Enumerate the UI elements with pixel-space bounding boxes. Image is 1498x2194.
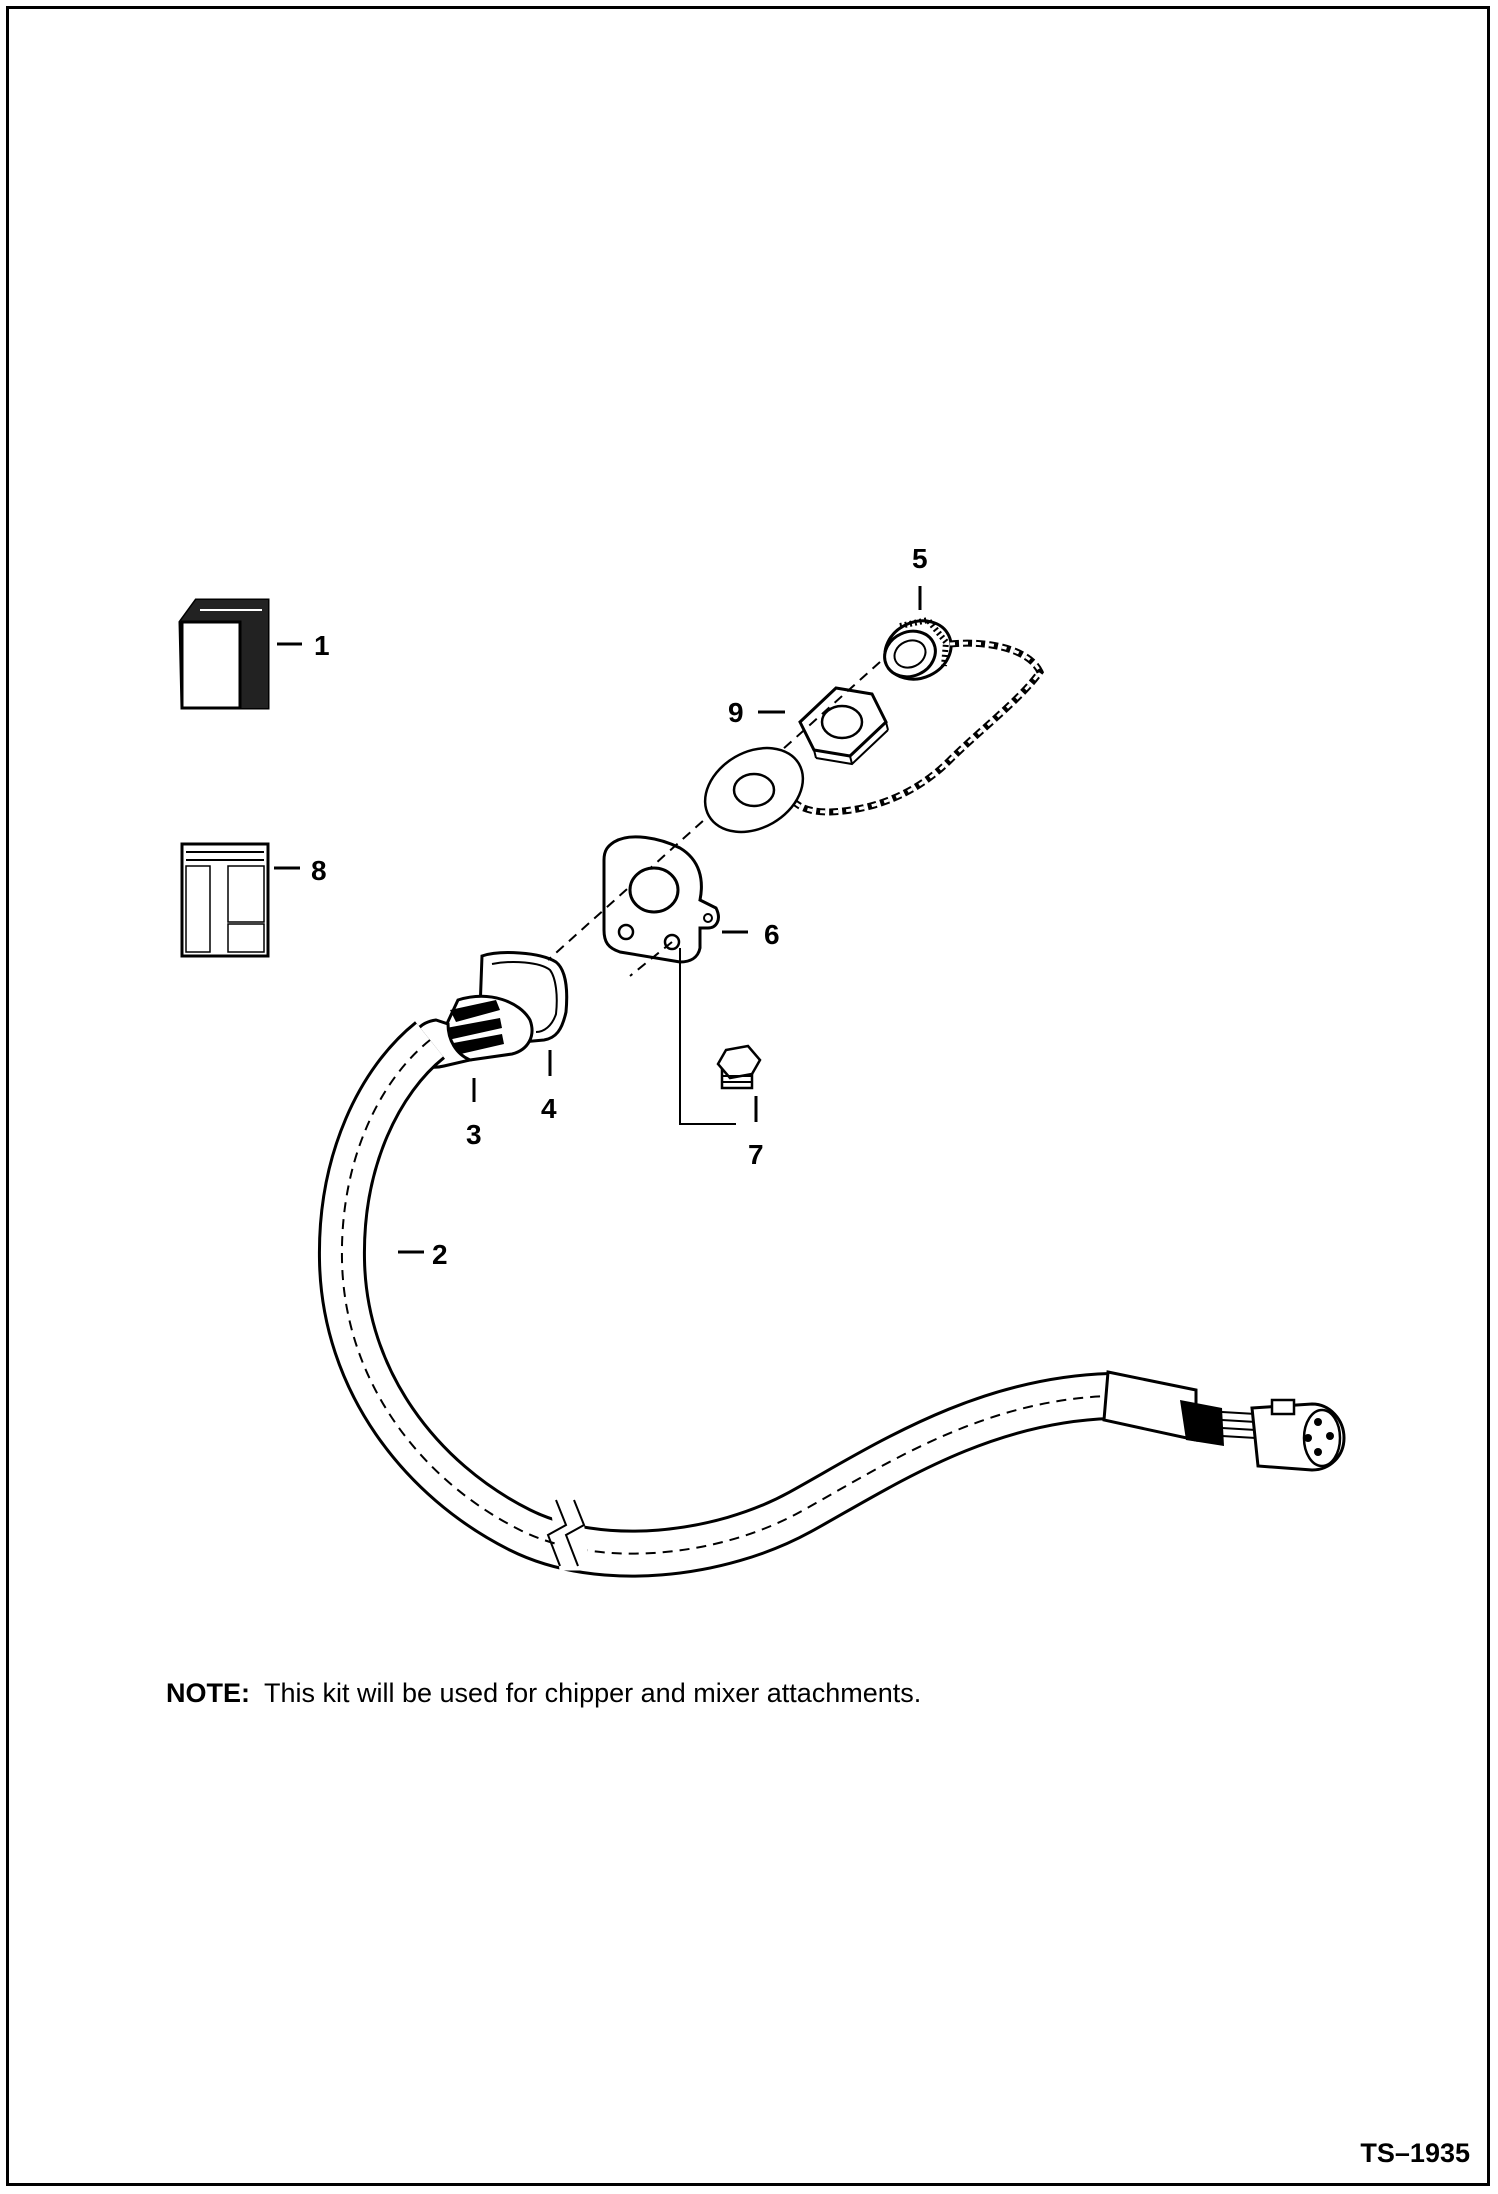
part-5-cap [883, 616, 953, 681]
cap-chain [789, 639, 1045, 816]
callout-8: 8 [311, 855, 327, 886]
callout-9: 9 [728, 697, 744, 728]
part-8-manual [180, 842, 270, 958]
callout-3: 3 [466, 1119, 482, 1150]
note-text: This kit will be used for chipper and mi… [264, 1678, 922, 1708]
diagram-frame [6, 6, 1490, 2186]
note-label: NOTE: [166, 1678, 250, 1708]
washer [703, 746, 805, 834]
callout-6: 6 [764, 919, 780, 950]
callout-7: 7 [748, 1139, 764, 1170]
callout-2: 2 [432, 1239, 448, 1270]
item-7-bracket-line [679, 948, 736, 1125]
part-9-hex-nut [798, 686, 889, 766]
fastener-centerline [629, 941, 673, 977]
part-3-receptacle [410, 995, 534, 1069]
callout-4: 4 [541, 1093, 557, 1124]
part-1-decal-box [178, 598, 270, 710]
part-7-bolt [716, 1044, 762, 1090]
callout-5: 5 [912, 543, 928, 574]
part-2-harness [317, 1021, 1346, 1578]
callout-1: 1 [314, 630, 330, 661]
figure-id: TS–1935 [1360, 2138, 1470, 2168]
kit-note: NOTE: This kit will be used for chipper a… [166, 1678, 921, 1709]
part-6-bracket [602, 835, 720, 964]
